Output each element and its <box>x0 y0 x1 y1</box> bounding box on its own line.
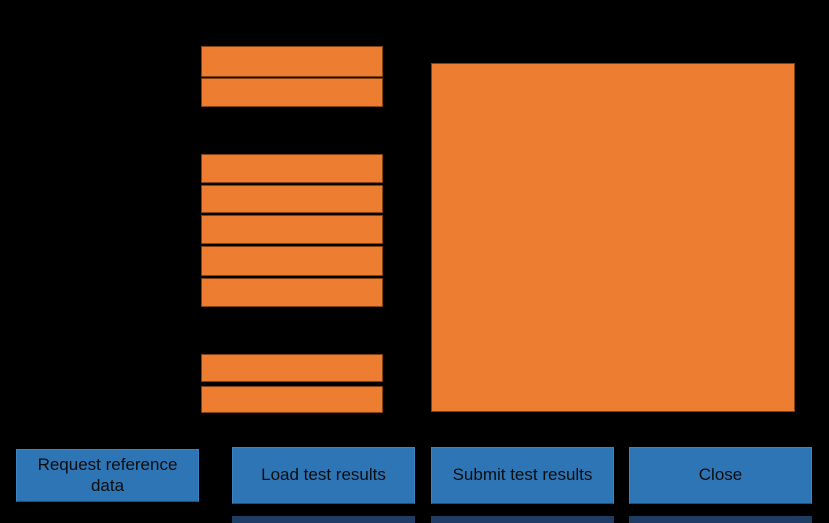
input-field-3[interactable] <box>201 154 383 183</box>
submit-test-results-button[interactable]: Submit test results <box>431 447 614 504</box>
clipped-bottom-shape-3 <box>629 516 812 523</box>
clipped-bottom-shape-2 <box>431 516 614 523</box>
clipped-bottom-shape-1 <box>232 516 415 523</box>
load-test-results-button[interactable]: Load test results <box>232 447 415 504</box>
input-field-4[interactable] <box>201 185 383 213</box>
results-textarea[interactable] <box>431 63 795 412</box>
input-field-8[interactable] <box>201 354 383 382</box>
input-field-9[interactable] <box>201 386 383 413</box>
close-button[interactable]: Close <box>629 447 812 504</box>
input-field-7[interactable] <box>201 278 383 307</box>
request-reference-data-button[interactable]: Request reference data <box>16 449 199 502</box>
input-field-6[interactable] <box>201 246 383 276</box>
input-field-1[interactable] <box>201 46 383 77</box>
input-field-2[interactable] <box>201 78 383 107</box>
input-field-5[interactable] <box>201 215 383 244</box>
